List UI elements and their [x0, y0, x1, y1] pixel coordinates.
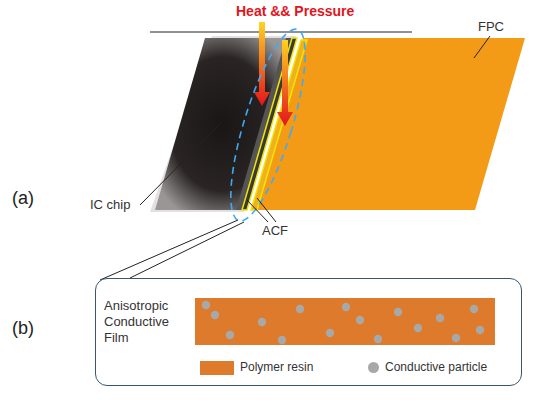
conductive-particle [211, 311, 219, 319]
conductive-particle [278, 336, 286, 344]
conductive-particle [394, 308, 402, 316]
panel-title: Anisotropic Conductive Film [104, 298, 194, 347]
leader-line [247, 200, 268, 222]
legend-swatch [200, 361, 234, 375]
conductive-particle [326, 329, 334, 337]
legend-swatch [368, 362, 379, 373]
conductive-particle [342, 303, 350, 311]
edge-line [150, 32, 412, 33]
acf-strip [242, 38, 297, 210]
particles [202, 301, 484, 344]
conductive-particle [414, 324, 422, 332]
conductive-particle [476, 326, 484, 334]
heat-arrow [254, 22, 270, 106]
conductive-particle [436, 314, 444, 322]
panel-letter: (b) [12, 318, 34, 339]
conductive-particle [202, 301, 210, 309]
conductive-particle [470, 305, 478, 313]
heat-arrow [277, 40, 293, 126]
conductive-particle [374, 335, 382, 343]
panel-letter: (a) [12, 188, 34, 209]
part-name: IC chip [90, 198, 130, 213]
legend-text: Polymer resin [240, 360, 313, 374]
process-label: Heat && Pressure [236, 3, 354, 19]
zoom-line [130, 222, 244, 278]
conductive-particle [296, 305, 304, 313]
part-name: ACF [262, 224, 288, 239]
zoom-ellipse [216, 22, 320, 227]
conductive-particle [356, 316, 364, 324]
leader-line [140, 122, 222, 205]
leader-line [474, 36, 490, 58]
conductive-particle [226, 331, 234, 339]
conductive-particle [258, 318, 266, 326]
zoom-line [100, 220, 238, 280]
legend-text: Conductive particle [385, 360, 487, 374]
film-band [195, 298, 495, 345]
leader-line [257, 198, 276, 222]
part-name: FPC [478, 20, 504, 35]
conductive-particle [452, 334, 460, 342]
